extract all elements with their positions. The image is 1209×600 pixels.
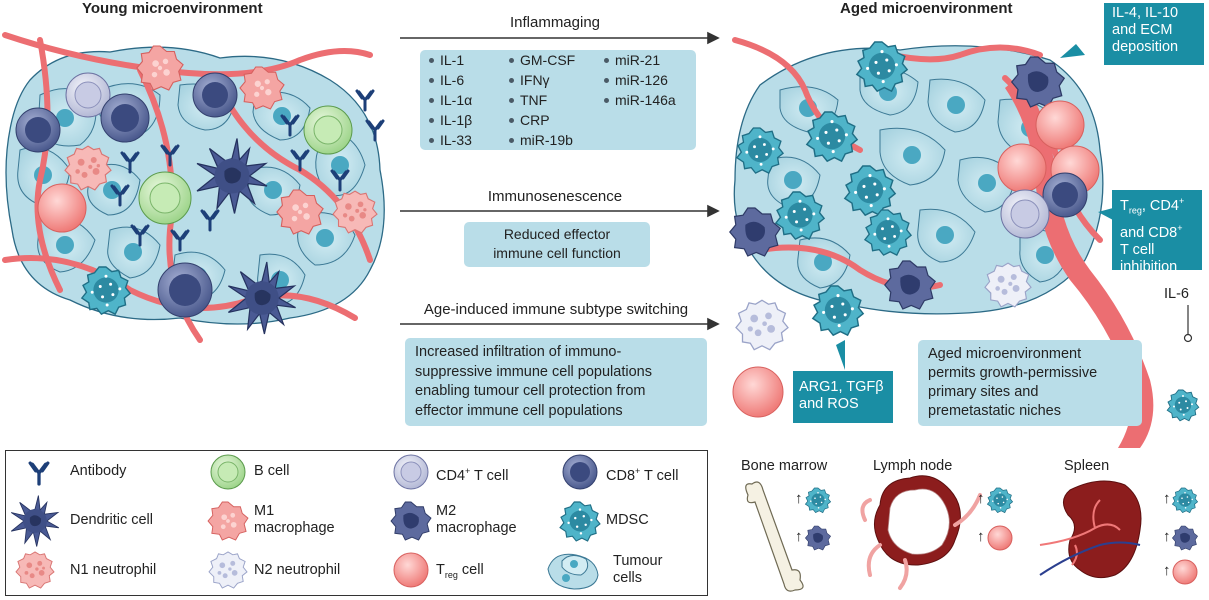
cytokine-item: miR-19b: [508, 130, 575, 150]
lymph-node-icon: [860, 475, 982, 590]
legend-treg-cell: Treg cell: [436, 562, 484, 580]
dendritic-cell-icon: [10, 495, 60, 547]
aged-box-line1: Aged microenvironment: [928, 346, 1082, 362]
legend-icons: [10, 454, 601, 590]
switching-box: Increased infiltration of immuno- suppre…: [405, 338, 707, 426]
aged-box-line3: primary sites and: [928, 384, 1039, 400]
cytokine-item: IL-33: [428, 130, 472, 150]
immunosenescence-line2: immune cell function: [493, 245, 621, 261]
spleen-label: Spleen: [1064, 458, 1110, 474]
cd8-t-cell-icon: [562, 454, 598, 490]
mdsc-icon: [559, 501, 601, 542]
up-arrow-spleen-treg: ↑: [1163, 562, 1171, 579]
up-arrow-lymph-mdsc: ↑: [977, 490, 985, 507]
inflammaging-col3: miR-21 miR-126 miR-146a: [603, 50, 676, 110]
b-cell-icon: [210, 454, 246, 490]
cytokine-item: IL-1: [428, 50, 472, 70]
antibody-icon: [28, 461, 50, 486]
legend-b-cell: B cell: [254, 463, 290, 479]
aged-box-line4: premetastatic niches: [928, 403, 1061, 419]
bone-icon: [745, 481, 804, 592]
cytokine-item: IL-1β: [428, 110, 472, 130]
switching-line1: Increased infiltration of immuno-: [415, 344, 622, 360]
treg-cell-icon: [393, 552, 429, 588]
tumour-cells-icon: [547, 553, 599, 590]
immunosenescence-heading: Immunosenescence: [487, 188, 623, 205]
legend-cd4-t-cell: CD4+ T cell: [436, 466, 509, 484]
m1-macrophage-icon: [207, 501, 249, 541]
il4-callout: IL-4, IL-10 and ECM deposition: [1104, 3, 1204, 65]
n2-neutrophil-icon: [208, 551, 248, 589]
il4-line3: deposition: [1112, 39, 1179, 55]
up-arrow-lymph-treg: ↑: [977, 528, 985, 545]
organ-artwork: [745, 475, 1198, 592]
lymph-node-label: Lymph node: [873, 458, 953, 474]
il6-label: IL-6: [1164, 286, 1189, 302]
cytokine-item: IL-6: [428, 70, 472, 90]
young-title: Young microenvironment: [82, 0, 263, 17]
treg-callout-line3: T cell: [1120, 241, 1155, 258]
cytokine-item: IFNγ: [508, 70, 575, 90]
legend-n2-neutrophil: N2 neutrophil: [254, 562, 341, 578]
aged-microenvironment-box: Aged microenvironment permits growth-per…: [918, 340, 1142, 426]
cytokine-item: CRP: [508, 110, 575, 130]
up-arrow-bone-m2: ↑: [795, 528, 803, 545]
treg-callout-line2: and CD8+: [1120, 222, 1183, 241]
up-arrow-spleen-mdsc: ↑: [1163, 490, 1171, 507]
legend-mdsc: MDSC: [606, 512, 649, 528]
aged-cells: [729, 41, 1200, 422]
switching-line2: suppressive immune cell populations: [415, 363, 652, 380]
cytokine-item: IL-1α: [428, 90, 472, 110]
legend-n1-neutrophil: N1 neutrophil: [70, 562, 157, 578]
mirna-item: miR-21: [603, 50, 676, 70]
mirna-item: miR-146a: [603, 90, 676, 110]
cd4-t-cell-icon: [393, 454, 429, 490]
switching-line4: effector immune cell populations: [415, 402, 623, 419]
il4-line1: IL-4, IL-10: [1112, 5, 1179, 21]
process-arrows: [400, 31, 720, 331]
treg-callout-line1: Treg, CD4+: [1120, 196, 1185, 216]
aged-title: Aged microenvironment: [840, 0, 1013, 17]
cytokine-item: TNF: [508, 90, 575, 110]
arg1-line2: and ROS: [799, 396, 859, 412]
switching-heading: Age-induced immune subtype switching: [423, 301, 689, 318]
inflammaging-heading: Inflammaging: [509, 14, 601, 31]
inflammaging-box: IL-1 IL-6 IL-1α IL-1β IL-33 GM-CSF IFNγ …: [420, 50, 696, 150]
il6-pointer: [1183, 305, 1193, 343]
n1-neutrophil-icon: [15, 551, 55, 589]
spleen-icon: [1039, 480, 1142, 579]
treg-inhibition-callout: Treg, CD4+ and CD8+ T cell inhibition: [1112, 190, 1202, 275]
callout-pointers: [836, 44, 1113, 370]
up-arrow-bone-mdsc: ↑: [795, 490, 803, 507]
cytokine-item: GM-CSF: [508, 50, 575, 70]
inflammaging-col2: GM-CSF IFNγ TNF CRP miR-19b: [508, 50, 575, 150]
bone-marrow-label: Bone marrow: [741, 458, 828, 474]
m2-macrophage-icon: [390, 501, 432, 541]
il4-line2: and ECM: [1112, 22, 1173, 38]
legend-antibody: Antibody: [70, 463, 127, 479]
aged-box-line2: permits growth-permissive: [928, 365, 1098, 381]
treg-callout-line4: inhibition: [1120, 258, 1178, 275]
up-arrow-spleen-m2: ↑: [1163, 528, 1171, 545]
switching-line3: enabling tumour cell protection from: [415, 383, 646, 399]
arg1-callout: ARG1, TGFβ and ROS: [793, 371, 893, 423]
arg1-line1: ARG1, TGFβ: [799, 379, 884, 395]
legend-cd8-t-cell: CD8+ T cell: [606, 466, 679, 484]
inflammaging-col1: IL-1 IL-6 IL-1α IL-1β IL-33: [428, 50, 472, 150]
legend-dendritic-cell: Dendritic cell: [70, 512, 153, 528]
mirna-item: miR-126: [603, 70, 676, 90]
legend: Antibody B cell CD4+ T cell CD8+ T cell …: [5, 450, 708, 596]
young-cells: [15, 45, 378, 335]
immunosenescence-box: Reduced effector immune cell function: [464, 222, 650, 267]
immunosenescence-line1: Reduced effector: [503, 226, 611, 242]
